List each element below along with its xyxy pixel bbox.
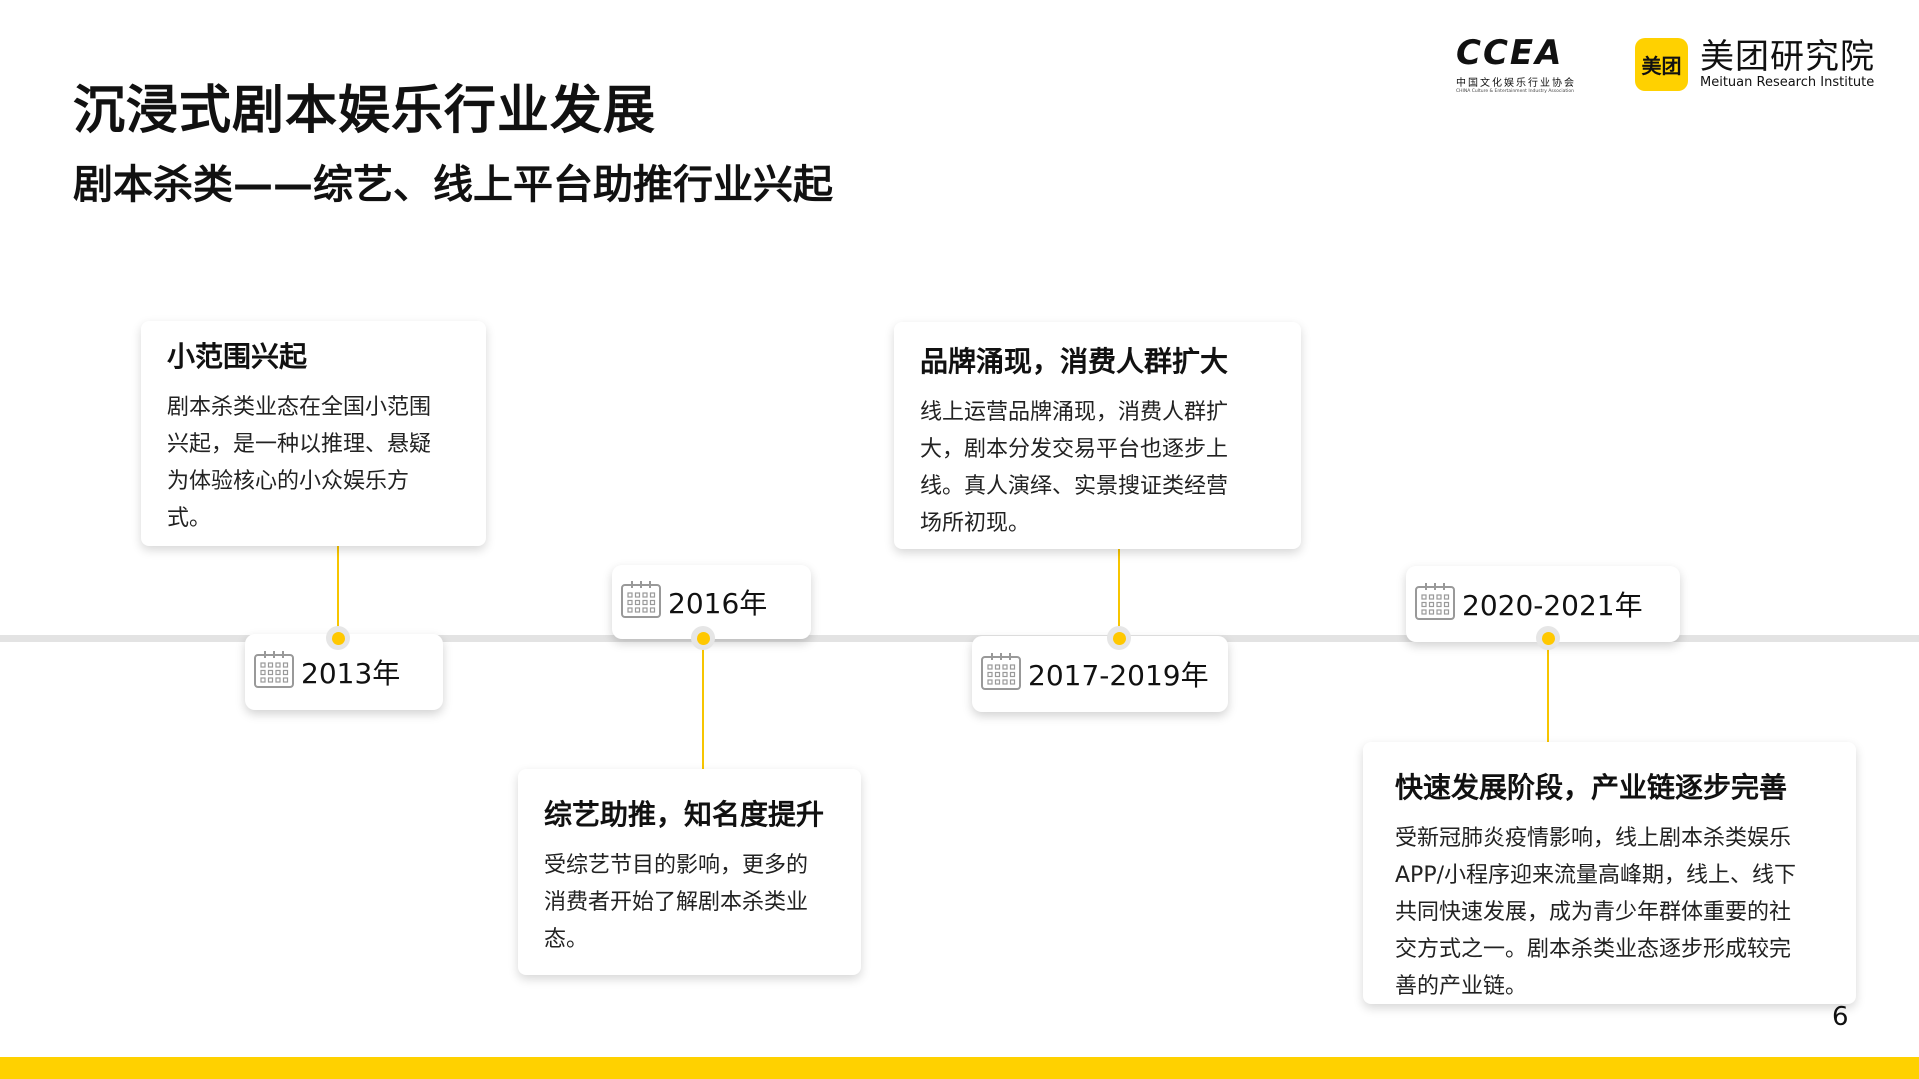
meituan-logo: 美团 美团研究院 Meituan Research Institute — [1635, 38, 1875, 91]
page-number: 6 — [1832, 1002, 1849, 1032]
ccea-en: CHINA Culture & Entertainment Industry A… — [1456, 89, 1574, 94]
calendar-icon — [253, 649, 301, 696]
description-line: 式。 — [167, 506, 212, 531]
page-subtitle: 剧本杀类——综艺、线上平台助推行业兴起 — [73, 162, 833, 208]
description-line: 兴起，是一种以推理、悬疑 — [167, 432, 432, 457]
ccea-cn: 中国文化娱乐行业协会 — [1456, 78, 1576, 89]
description-line: 线上运营品牌涌现，消费人群扩 — [920, 400, 1229, 425]
milestone-date: 2016年 — [612, 565, 811, 639]
footer-accent-bar — [0, 1057, 1919, 1079]
description-line: 态。 — [544, 927, 589, 952]
calendar-icon — [980, 651, 1028, 698]
timeline-dot — [326, 626, 350, 650]
date-label: 2017-2019年 — [1028, 659, 1209, 692]
description-line: 受新冠肺炎疫情影响，线上剧本杀类娱乐 — [1395, 826, 1792, 851]
description-line: 消费者开始了解剧本杀类业 — [544, 890, 809, 915]
description-line: 为体验核心的小众娱乐方 — [167, 469, 410, 494]
description-line: 受综艺节目的影响，更多的 — [544, 853, 809, 878]
timeline-dot — [1536, 626, 1560, 650]
meituan-cn: 美团研究院 — [1700, 37, 1875, 77]
description-line: 线。真人演绎、实景搜证类经营 — [920, 474, 1229, 499]
milestone-description: 线上运营品牌涌现，消费人群扩大，剧本分发交易平台也逐步上线。真人演绎、实景搜证类… — [920, 394, 1275, 542]
milestone-date: 2017-2019年 — [972, 636, 1228, 712]
milestone-title: 品牌涌现，消费人群扩大 — [920, 345, 1229, 378]
calendar-icon — [620, 579, 668, 626]
meituan-badge: 美团 — [1635, 38, 1688, 91]
description-line: APP/小程序迎来流量高峰期，线上、线下 — [1395, 863, 1796, 888]
date-label: 2013年 — [301, 657, 401, 690]
timeline-connector — [702, 638, 704, 769]
milestone-title: 综艺助推，知名度提升 — [544, 798, 825, 831]
meituan-en: Meituan Research Institute — [1700, 75, 1875, 90]
milestone-description: 受综艺节目的影响，更多的消费者开始了解剧本杀类业态。 — [544, 847, 835, 958]
milestone-description: 剧本杀类业态在全国小范围兴起，是一种以推理、悬疑为体验核心的小众娱乐方式。 — [167, 389, 460, 537]
description-line: 交方式之一。剧本杀类业态逐步形成较完 — [1395, 937, 1792, 962]
milestone-description: 受新冠肺炎疫情影响，线上剧本杀类娱乐 APP/小程序迎来流量高峰期，线上、线下共同… — [1395, 820, 1824, 1005]
description-line: 场所初现。 — [920, 511, 1031, 536]
timeline-dot — [691, 626, 715, 650]
calendar-icon — [1414, 581, 1462, 628]
timeline-connector — [337, 546, 339, 638]
description-line: 剧本杀类业态在全国小范围 — [167, 395, 432, 420]
date-label: 2016年 — [668, 587, 768, 620]
description-line: 共同快速发展，成为青少年群体重要的社 — [1395, 900, 1792, 925]
milestone-card: 小范围兴起 剧本杀类业态在全国小范围兴起，是一种以推理、悬疑为体验核心的小众娱乐… — [141, 321, 486, 546]
milestone-date: 2013年 — [245, 634, 443, 710]
milestone-card: 综艺助推，知名度提升 受综艺节目的影响，更多的消费者开始了解剧本杀类业态。 — [518, 769, 861, 975]
ccea-logo: CCEA 中国文化娱乐行业协会 CHINA Culture & Entertai… — [1456, 36, 1590, 94]
description-line: 善的产业链。 — [1395, 974, 1528, 999]
date-label: 2020-2021年 — [1462, 589, 1643, 622]
page-title: 沉浸式剧本娱乐行业发展 — [73, 81, 657, 141]
timeline-connector — [1547, 638, 1549, 742]
milestone-title: 快速发展阶段，产业链逐步完善 — [1395, 771, 1788, 804]
timeline-axis — [0, 635, 1919, 642]
milestone-title: 小范围兴起 — [167, 340, 308, 373]
timeline-connector — [1118, 549, 1120, 638]
timeline-dot — [1107, 626, 1131, 650]
milestone-card: 品牌涌现，消费人群扩大 线上运营品牌涌现，消费人群扩大，剧本分发交易平台也逐步上… — [894, 322, 1301, 549]
milestone-card: 快速发展阶段，产业链逐步完善 受新冠肺炎疫情影响，线上剧本杀类娱乐 APP/小程序… — [1363, 742, 1856, 1004]
description-line: 大，剧本分发交易平台也逐步上 — [920, 437, 1229, 462]
